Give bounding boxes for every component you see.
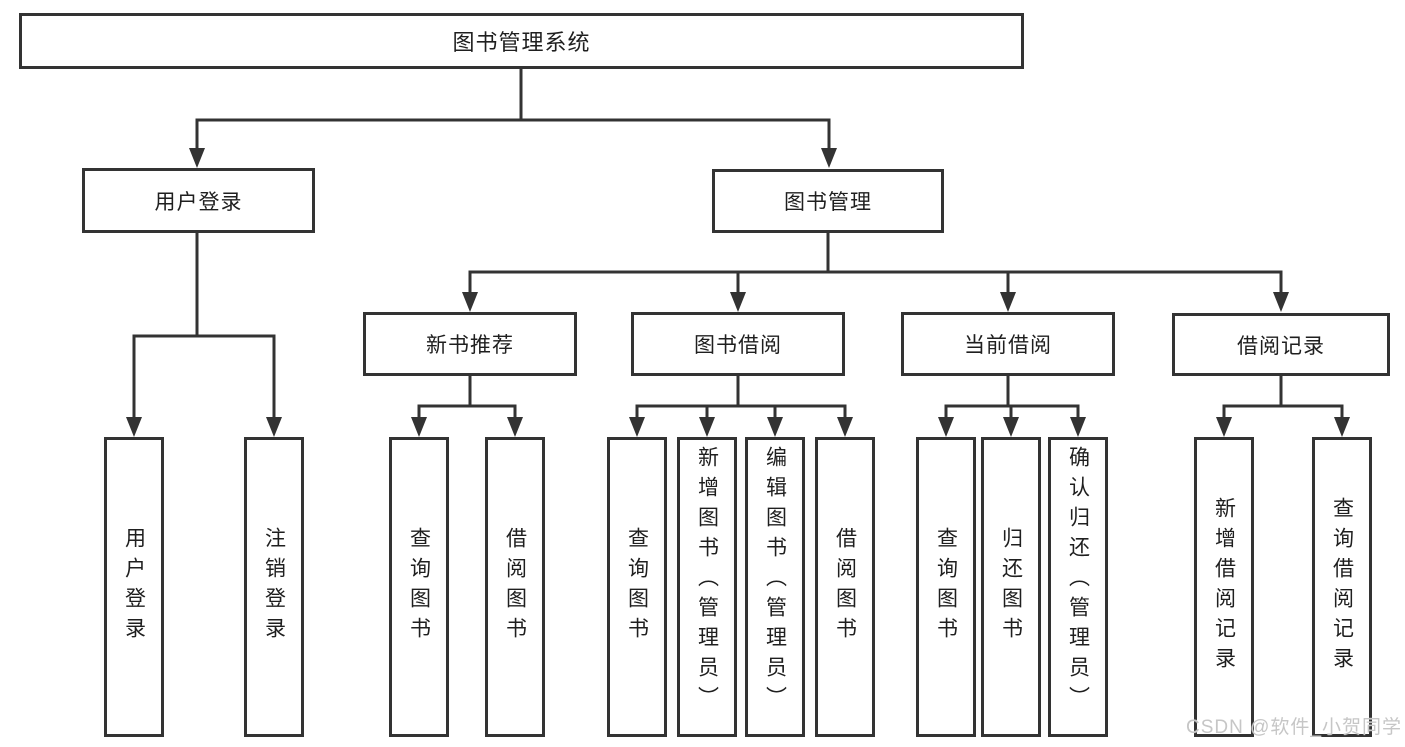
leaf-query-books-newbook: 查询图书 [389,437,449,737]
leaf-user-login-label: 用户登录 [122,527,146,647]
node-user-login: 用户登录 [82,168,315,233]
node-new-book-recommend: 新书推荐 [363,312,577,376]
node-borrow-records: 借阅记录 [1172,313,1390,376]
leaf-confirm-return-admin: 确认归还（管理员） [1048,437,1108,737]
leaf-query-books-newbook-label: 查询图书 [407,527,431,647]
leaf-confirm-return-admin-label: 确认归还（管理员） [1066,446,1090,716]
leaf-logout-label: 注销登录 [262,527,286,647]
leaf-user-login: 用户登录 [104,437,164,737]
node-book-borrow: 图书借阅 [631,312,845,376]
leaf-query-books-borrow-label: 查询图书 [625,527,649,647]
leaf-query-books-borrow: 查询图书 [607,437,667,737]
connector-currentborrow-to-leaves [944,374,1080,423]
node-current-borrow: 当前借阅 [901,312,1115,376]
leaf-borrow-books-borrow: 借阅图书 [815,437,875,737]
leaf-borrow-books-borrow-label: 借阅图书 [833,527,857,647]
leaf-borrow-books-newbook-label: 借阅图书 [503,527,527,647]
leaf-query-borrow-record: 查询借阅记录 [1312,437,1372,737]
connector-borrowrecords-to-leaves [1222,374,1344,423]
arrowhead-icons [126,148,1350,437]
leaf-query-books-current-label: 查询图书 [934,527,958,647]
node-current-borrow-label: 当前借阅 [964,334,1052,357]
node-root-label: 图书管理系统 [452,30,591,55]
node-book-management-label: 图书管理 [784,191,872,214]
node-user-login-label: 用户登录 [154,190,243,214]
leaf-add-borrow-record: 新增借阅记录 [1194,437,1254,737]
connector-root-to-level2 [195,67,831,154]
connector-bookborrow-to-leaves [635,374,847,423]
node-book-management: 图书管理 [712,169,944,233]
leaf-add-book-admin-label: 新增图书（管理员） [695,446,719,716]
csdn-watermark: CSDN @软件_小贺同学 [1186,717,1402,738]
leaf-add-borrow-record-label: 新增借阅记录 [1212,497,1236,677]
node-root: 图书管理系统 [19,13,1024,69]
leaf-add-book-admin: 新增图书（管理员） [677,437,737,737]
leaf-query-books-current: 查询图书 [916,437,976,737]
connector-newbook-to-leaves [417,374,517,423]
connector-userlogin-to-leaves [132,231,276,423]
node-new-book-recommend-label: 新书推荐 [426,334,514,357]
leaf-return-books-label: 归还图书 [999,527,1023,647]
leaf-edit-book-admin-label: 编辑图书（管理员） [763,446,787,716]
leaf-return-books: 归还图书 [981,437,1041,737]
leaf-edit-book-admin: 编辑图书（管理员） [745,437,805,737]
node-borrow-records-label: 借阅记录 [1237,334,1325,358]
leaf-query-borrow-record-label: 查询借阅记录 [1330,497,1354,677]
leaf-logout: 注销登录 [244,437,304,737]
connector-bookmgmt-to-level3 [468,231,1283,298]
leaf-borrow-books-newbook: 借阅图书 [485,437,545,737]
node-book-borrow-label: 图书借阅 [694,334,782,357]
